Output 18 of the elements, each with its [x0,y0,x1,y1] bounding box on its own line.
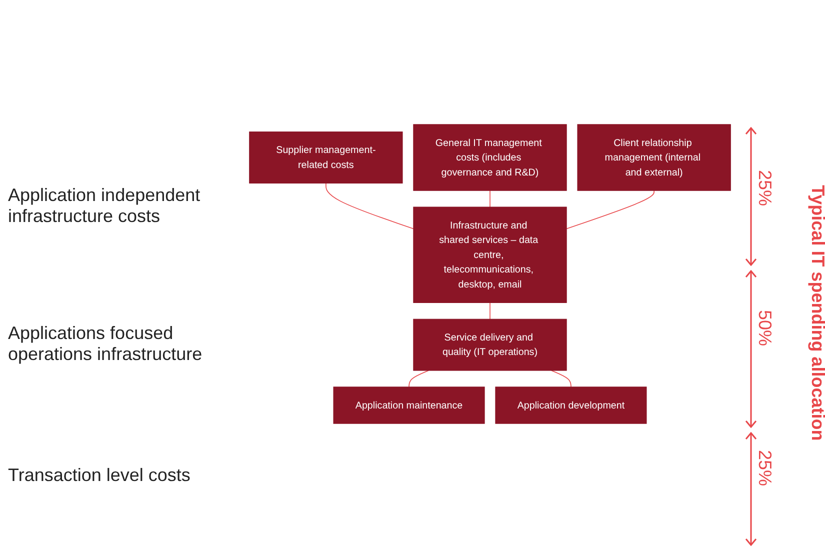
cost-box: Supplier management-related costs [249,132,403,184]
percentage-label: 25% [754,450,775,486]
level-label: Application independent infrastructure costs [8,185,202,227]
cost-box: Service delivery and quality (IT operations) [413,318,567,371]
cost-box: General IT management costs (includes governance and R&D) [413,124,567,191]
cost-box: Application development [495,386,647,424]
connector [566,190,654,230]
level-label: Applications focused operations infrastructure [8,323,204,365]
cost-box: Client relationship management (internal and external) [577,124,731,191]
percentage-label: 25% [754,170,775,206]
connector [326,182,414,230]
cost-box: Infrastructure and shared services – data centre, telecommunications, desktop, email [413,206,567,303]
cost-box: Application maintenance [333,386,485,424]
percentage-label: 50% [754,310,775,346]
connector [408,370,430,388]
level-label: Transaction level costs [8,465,192,486]
connector [550,370,572,388]
axis-title: Typical IT spending allocation [807,185,825,441]
